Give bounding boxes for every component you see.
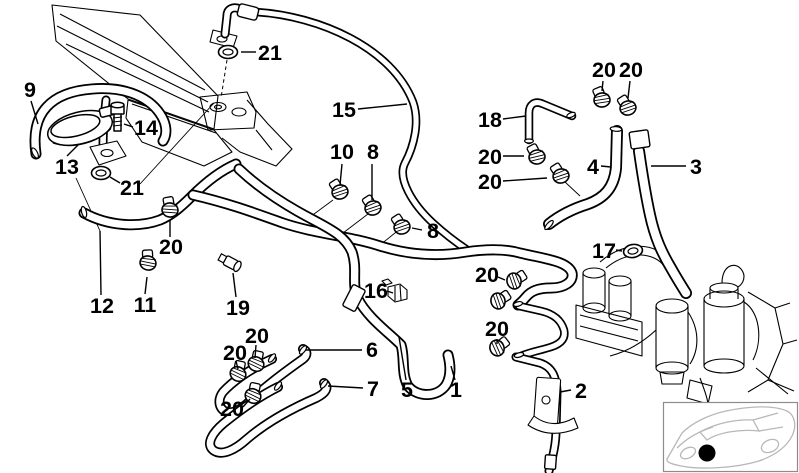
- hose-clamp-icon: [504, 268, 531, 292]
- hose-clamp-icon: [591, 84, 612, 109]
- callout-label: 15: [332, 98, 356, 122]
- callout-label: 20: [485, 317, 509, 341]
- callout-label: 20: [223, 341, 247, 365]
- grommet-17-icon: [621, 242, 645, 260]
- callout-leader-line: [411, 227, 423, 231]
- callout-leader-line: [398, 336, 407, 381]
- callout-leader-line: [242, 398, 251, 408]
- hose-clamp-icon: [548, 159, 572, 186]
- callout-leader-line: [109, 176, 121, 184]
- hose-sleeves: [236, 3, 651, 471]
- callout-leader-line: [497, 276, 506, 281]
- hose-open-ends: [31, 111, 623, 391]
- callout-label: 16: [364, 279, 388, 303]
- callout-label: 2: [575, 379, 587, 403]
- callout-label: 20: [220, 397, 244, 421]
- seal-ring-21-icon: [90, 165, 112, 181]
- callout-leader-line: [144, 276, 148, 295]
- callout-label: 21: [120, 176, 144, 200]
- callout-leader-line: [327, 385, 364, 389]
- callout-label: 18: [478, 108, 502, 132]
- callout-label: 8: [367, 140, 379, 164]
- hose-clamp-icon: [389, 210, 413, 237]
- callout-label: 11: [134, 293, 157, 317]
- seal-ring-21-icon: [217, 44, 239, 60]
- callout-label: 20: [245, 324, 269, 348]
- hoses: [35, 8, 686, 471]
- callout-leader-line: [502, 115, 527, 120]
- callout-label: 3: [690, 155, 702, 179]
- callout-label: 9: [24, 78, 36, 102]
- fitting-19-icon: [216, 251, 244, 274]
- callout-leader-line: [450, 365, 456, 381]
- callout-label: 8: [427, 219, 439, 243]
- callout-leader-line: [600, 165, 612, 168]
- callout-leader-line: [357, 103, 408, 110]
- callout-label: 12: [90, 294, 114, 318]
- callout-label: 19: [226, 296, 250, 320]
- callout-label: 17: [592, 239, 616, 263]
- callout-leader-line: [99, 230, 102, 296]
- callout-leader-line: [601, 80, 604, 92]
- hose-clamp-icon: [615, 91, 639, 118]
- callout-leader-line: [254, 344, 257, 359]
- callout-leader-line: [123, 123, 134, 128]
- callout-leader-line: [502, 177, 548, 182]
- bolt-icon: [110, 101, 125, 132]
- callout-leader-line: [235, 360, 239, 370]
- callout-label: 13: [55, 155, 79, 179]
- clip-16-icon: [381, 278, 408, 303]
- callout-label: 21: [258, 41, 282, 65]
- callout-label: 10: [330, 140, 354, 164]
- callout-label: 20: [619, 58, 643, 82]
- hose-clamp-icon: [159, 194, 181, 219]
- cap-13: [46, 105, 116, 147]
- elbow-foot: [89, 140, 127, 166]
- callout-label: 20: [478, 170, 502, 194]
- callout-label: 1: [450, 378, 462, 402]
- callout-label: 14: [134, 116, 158, 140]
- callout-leader-line: [615, 249, 623, 252]
- callout-label: 5: [401, 378, 413, 402]
- callout-leader-line: [559, 389, 572, 393]
- callout-leader-line: [627, 80, 631, 99]
- callout-label: 7: [367, 377, 379, 401]
- hose-clamp-icon: [136, 246, 161, 273]
- car-outline-icon: [666, 406, 796, 469]
- callout-leader-line: [66, 143, 80, 157]
- callout-label: 20: [159, 235, 183, 259]
- location-marker: [698, 444, 716, 462]
- callout-leader-line: [232, 272, 237, 298]
- heater-core: [51, 4, 293, 167]
- callout-label: 6: [366, 338, 378, 362]
- location-inset: [662, 401, 799, 473]
- hose-clamp-icon: [525, 141, 547, 167]
- assembly-dash-line: [220, 59, 228, 99]
- callout-label: 20: [592, 58, 616, 82]
- callout-leader-line: [339, 163, 343, 186]
- callout-leader-line: [386, 290, 394, 294]
- callout-label: 20: [478, 145, 502, 169]
- pipe-bracket: [527, 376, 579, 434]
- hose-clamp-icon: [488, 288, 515, 312]
- callout-label: 4: [587, 155, 599, 179]
- hose-clamp-icon: [327, 175, 351, 202]
- callout-label: 20: [475, 263, 499, 287]
- callout-leader-line: [30, 100, 39, 125]
